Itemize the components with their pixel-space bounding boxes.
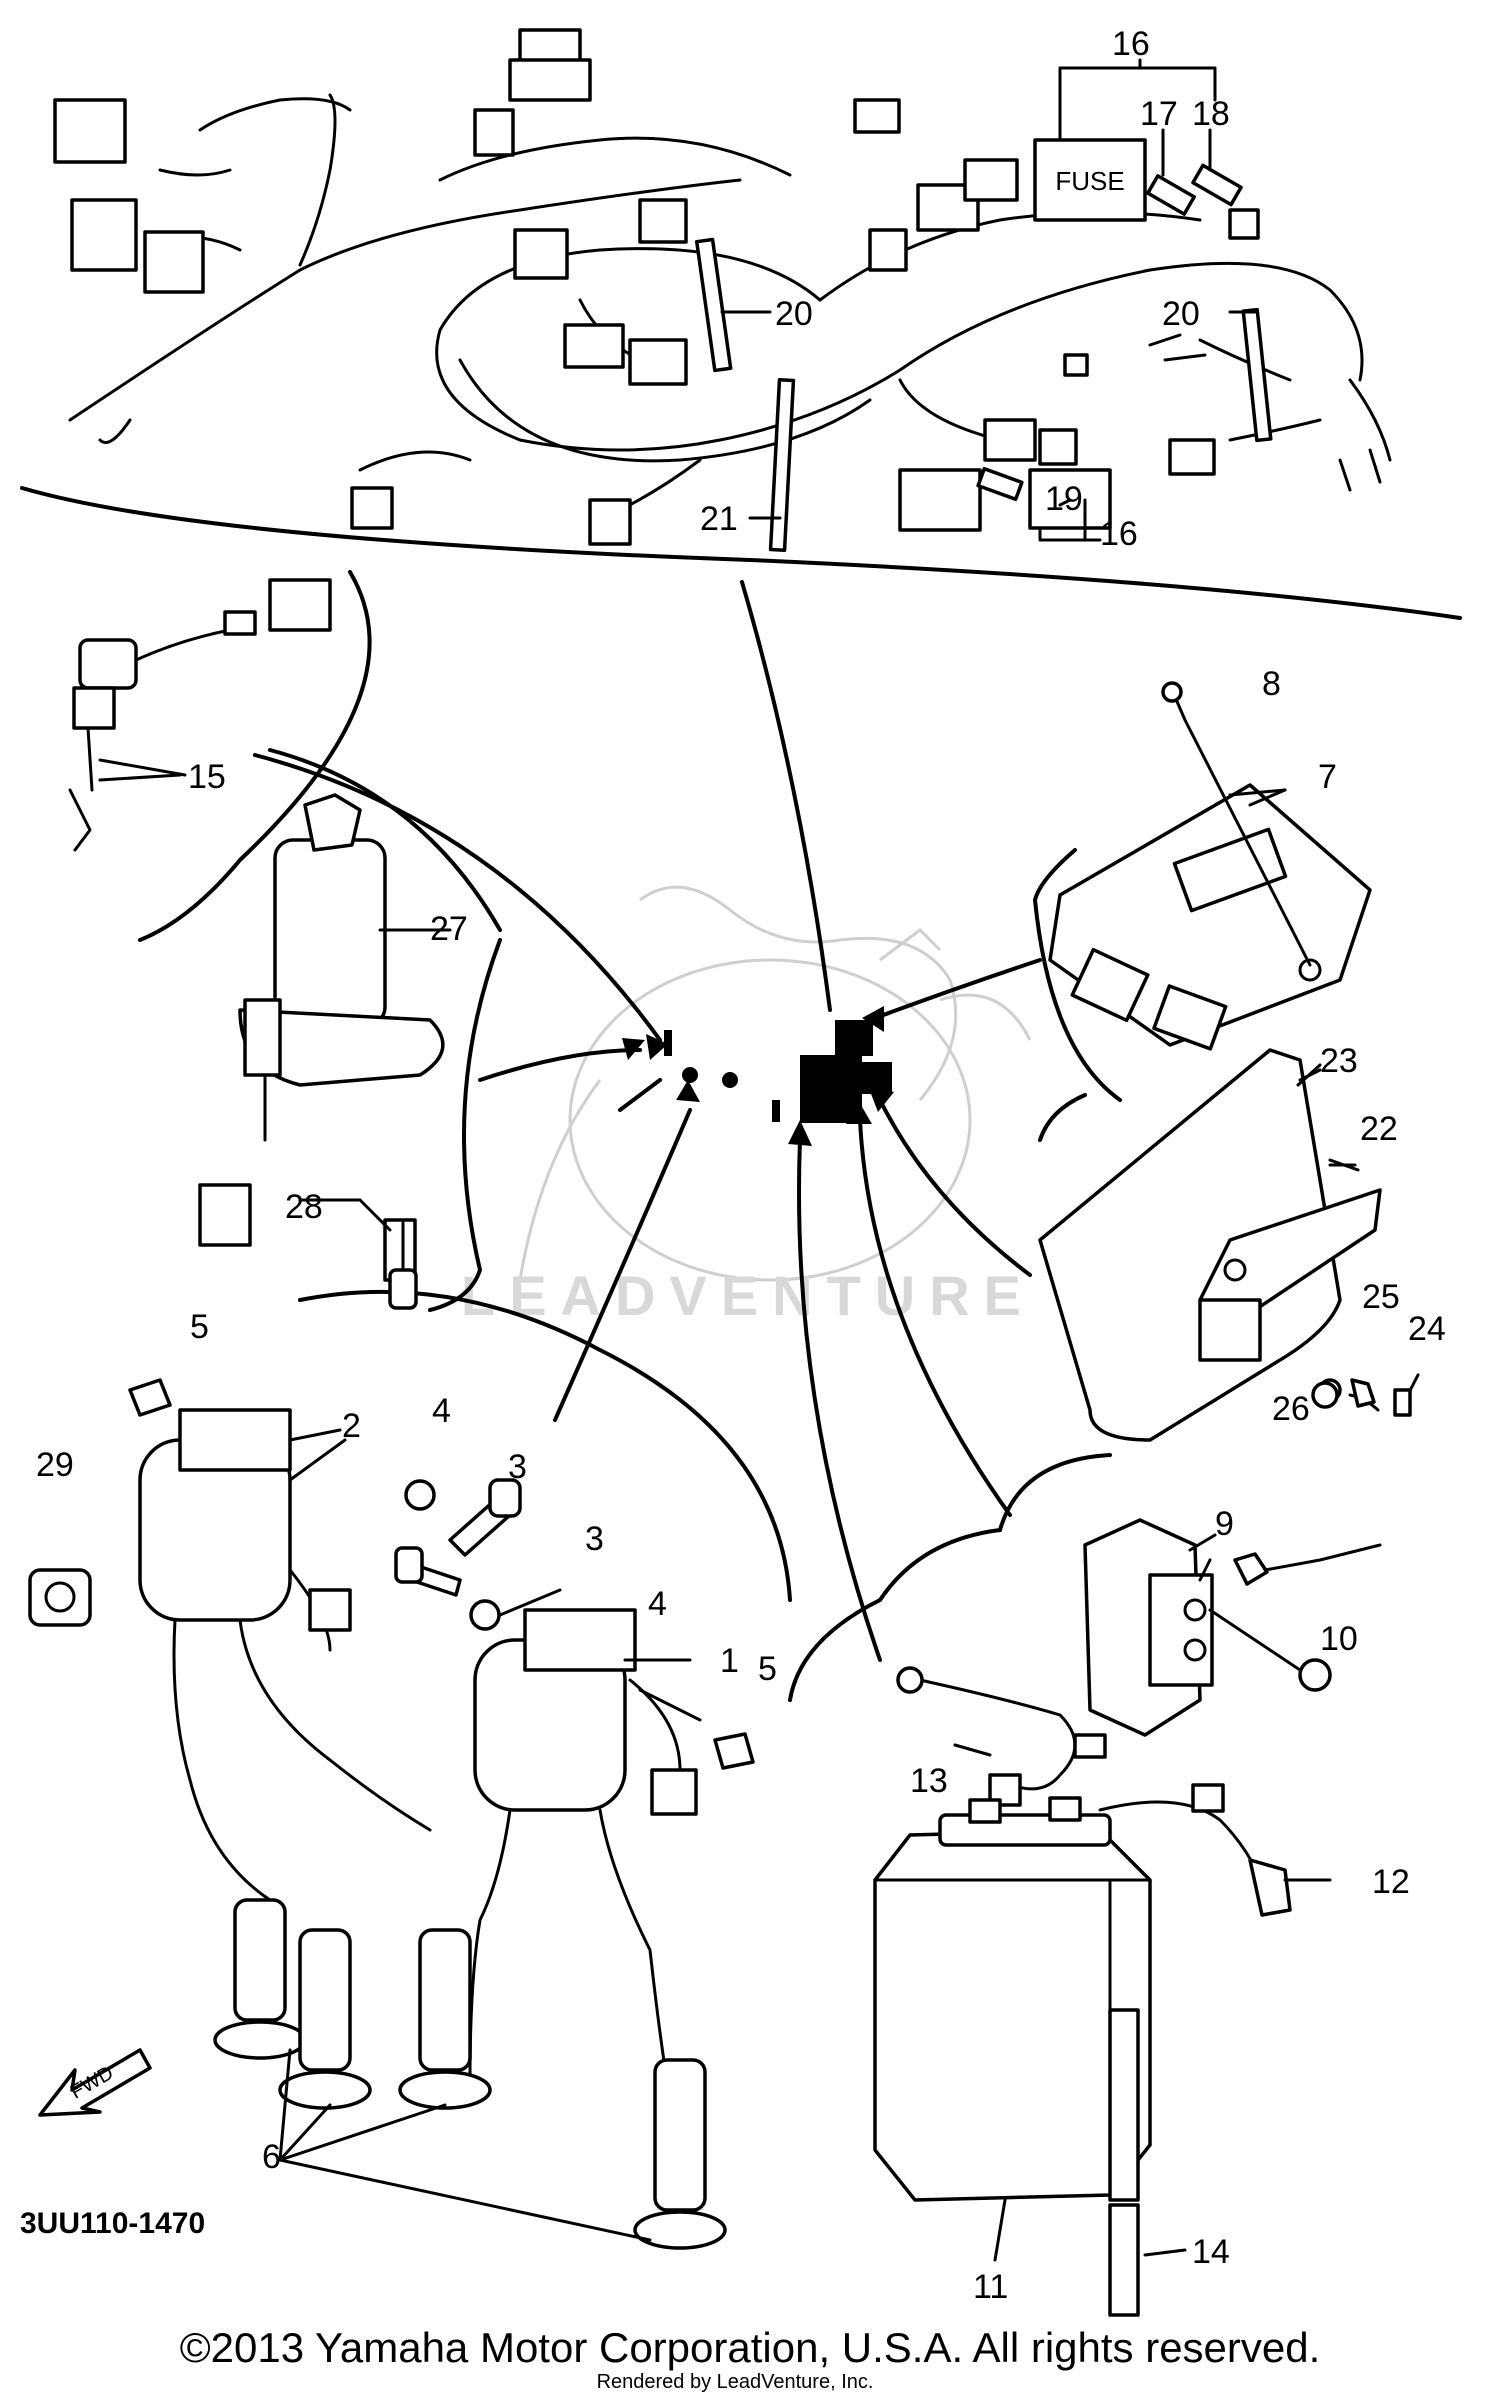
washer-4-mid (469, 1599, 501, 1631)
harness-connector-18 (588, 498, 632, 546)
label-part-20: 20 (1162, 295, 1200, 333)
label-part-19: 19 (1045, 480, 1083, 518)
label-part-14: 14 (1192, 2233, 1230, 2271)
harness-connector-16 (1228, 208, 1260, 240)
label-part-1: 1 (720, 1642, 739, 1680)
relay-box (898, 468, 982, 532)
label-part-27: 27 (430, 910, 468, 948)
cable-tie-20-left (694, 237, 733, 373)
label-part-13: 13 (910, 1762, 948, 1800)
part-11-battery (873, 1796, 1187, 2317)
watermark-motorcycle-outline (518, 885, 1032, 1282)
small-hardware (28, 1218, 1376, 1770)
label-part-28: 28 (285, 1188, 323, 1226)
label-part-8: 8 (1262, 665, 1281, 703)
harness-connector-1 (53, 98, 127, 164)
lockwasher-25 (1350, 1378, 1376, 1408)
label-part-21: 21 (700, 500, 738, 538)
harness-connector-2 (70, 198, 138, 272)
leader-lines-body (98, 773, 1357, 1662)
label-part-12: 12 (1372, 1863, 1410, 1901)
rendered-by-notice: Rendered by LeadVenture, Inc. (597, 2371, 874, 2393)
label-part-3: 3 (585, 1520, 604, 1558)
harness-connector-15 (1063, 353, 1089, 377)
section-boundaries (138, 570, 1122, 1702)
washer-4-top (404, 1479, 436, 1511)
central-small-block (860, 1062, 892, 1094)
nut-5-right (713, 1732, 755, 1770)
label-part-7: 7 (1318, 758, 1337, 796)
copyright-notice: ©2013 Yamaha Motor Corporation, U.S.A. A… (180, 2324, 1321, 2371)
label-part-10: 10 (1320, 1620, 1358, 1658)
part-27-main-switch (198, 793, 452, 1282)
label-part-11: 11 (973, 2268, 1008, 2306)
watermark-text: LEADVENTURE (461, 1264, 1035, 1327)
part-13-12-battery-leads (896, 1666, 1332, 1917)
washer-26 (1311, 1381, 1339, 1409)
harness-connector-14 (963, 158, 1019, 202)
fuse-17 (1146, 174, 1196, 216)
terminal-leads-right (1338, 448, 1382, 492)
label-part-5: 5 (758, 1650, 777, 1688)
harness-connector-6 (473, 108, 515, 157)
harness-connector-5 (508, 58, 592, 102)
label-part-24: 24 (1408, 1310, 1446, 1348)
label-part-18: 18 (1192, 95, 1230, 133)
harness-connector-9 (638, 198, 688, 244)
parts-1-2-ignition-coils (138, 1408, 727, 2250)
label-part-16: 16 (1112, 25, 1150, 63)
part-15-switch (68, 578, 332, 852)
nut-5-left (128, 1378, 172, 1417)
label-part-29: 29 (36, 1446, 74, 1484)
label-part-15: 15 (188, 758, 226, 796)
part-labels: 1 2 3 3 4 4 5 5 6 7 8 9 10 11 12 13 14 1… (36, 25, 1446, 2306)
grommet-29 (28, 1568, 92, 1627)
fuse-18 (1191, 163, 1243, 207)
harness-connector-3 (143, 230, 205, 294)
part-9-starter-relay (1083, 1518, 1382, 1737)
harness-connector-7 (853, 98, 901, 134)
harness-connector-12 (628, 338, 688, 386)
label-part-23: 23 (1320, 1042, 1358, 1080)
harness-connector-8 (868, 228, 908, 272)
label-part-2: 2 (342, 1407, 361, 1445)
label-part-25: 25 (1362, 1278, 1400, 1316)
harness-connector-17 (350, 486, 394, 530)
label-part-5: 5 (190, 1308, 209, 1346)
label-part-16: 16 (1100, 515, 1138, 553)
harness-connector-20 (983, 418, 1037, 462)
connection-lines (253, 580, 1042, 1662)
fwd-arrow-icon: FWD (38, 2048, 152, 2117)
central-pin (664, 1030, 672, 1056)
fuse-box-label: FUSE (1055, 166, 1124, 196)
label-part-22: 22 (1360, 1110, 1398, 1148)
harness-connector-21 (1038, 428, 1078, 466)
harness-connector-10 (513, 228, 569, 280)
fuse-19 (976, 466, 1024, 502)
central-connector-block (835, 1020, 873, 1056)
label-part-4: 4 (648, 1585, 667, 1623)
screw-28 (388, 1268, 418, 1310)
label-part-26: 26 (1272, 1390, 1310, 1428)
label-part-4: 4 (432, 1392, 451, 1430)
central-control-block (800, 1055, 862, 1123)
label-part-6: 6 (262, 2138, 281, 2176)
harness-connector-11 (563, 323, 625, 369)
label-part-3: 3 (508, 1448, 527, 1486)
part-7-cdi-unit (1048, 681, 1372, 1051)
leader-lines-top (720, 58, 1257, 542)
harness-connector-19 (1168, 438, 1216, 476)
cable-tie-20-right (1241, 307, 1273, 443)
terminal-leads (1148, 333, 1207, 362)
cable-tie-21 (768, 378, 796, 552)
fuse-box (1033, 138, 1147, 222)
label-part-20: 20 (775, 295, 813, 333)
wire-harness-group: FUSE (20, 28, 1462, 620)
diagram-code: 3UU110-1470 (20, 2207, 205, 2240)
label-part-9: 9 (1215, 1505, 1234, 1543)
label-part-17: 17 (1140, 95, 1178, 133)
